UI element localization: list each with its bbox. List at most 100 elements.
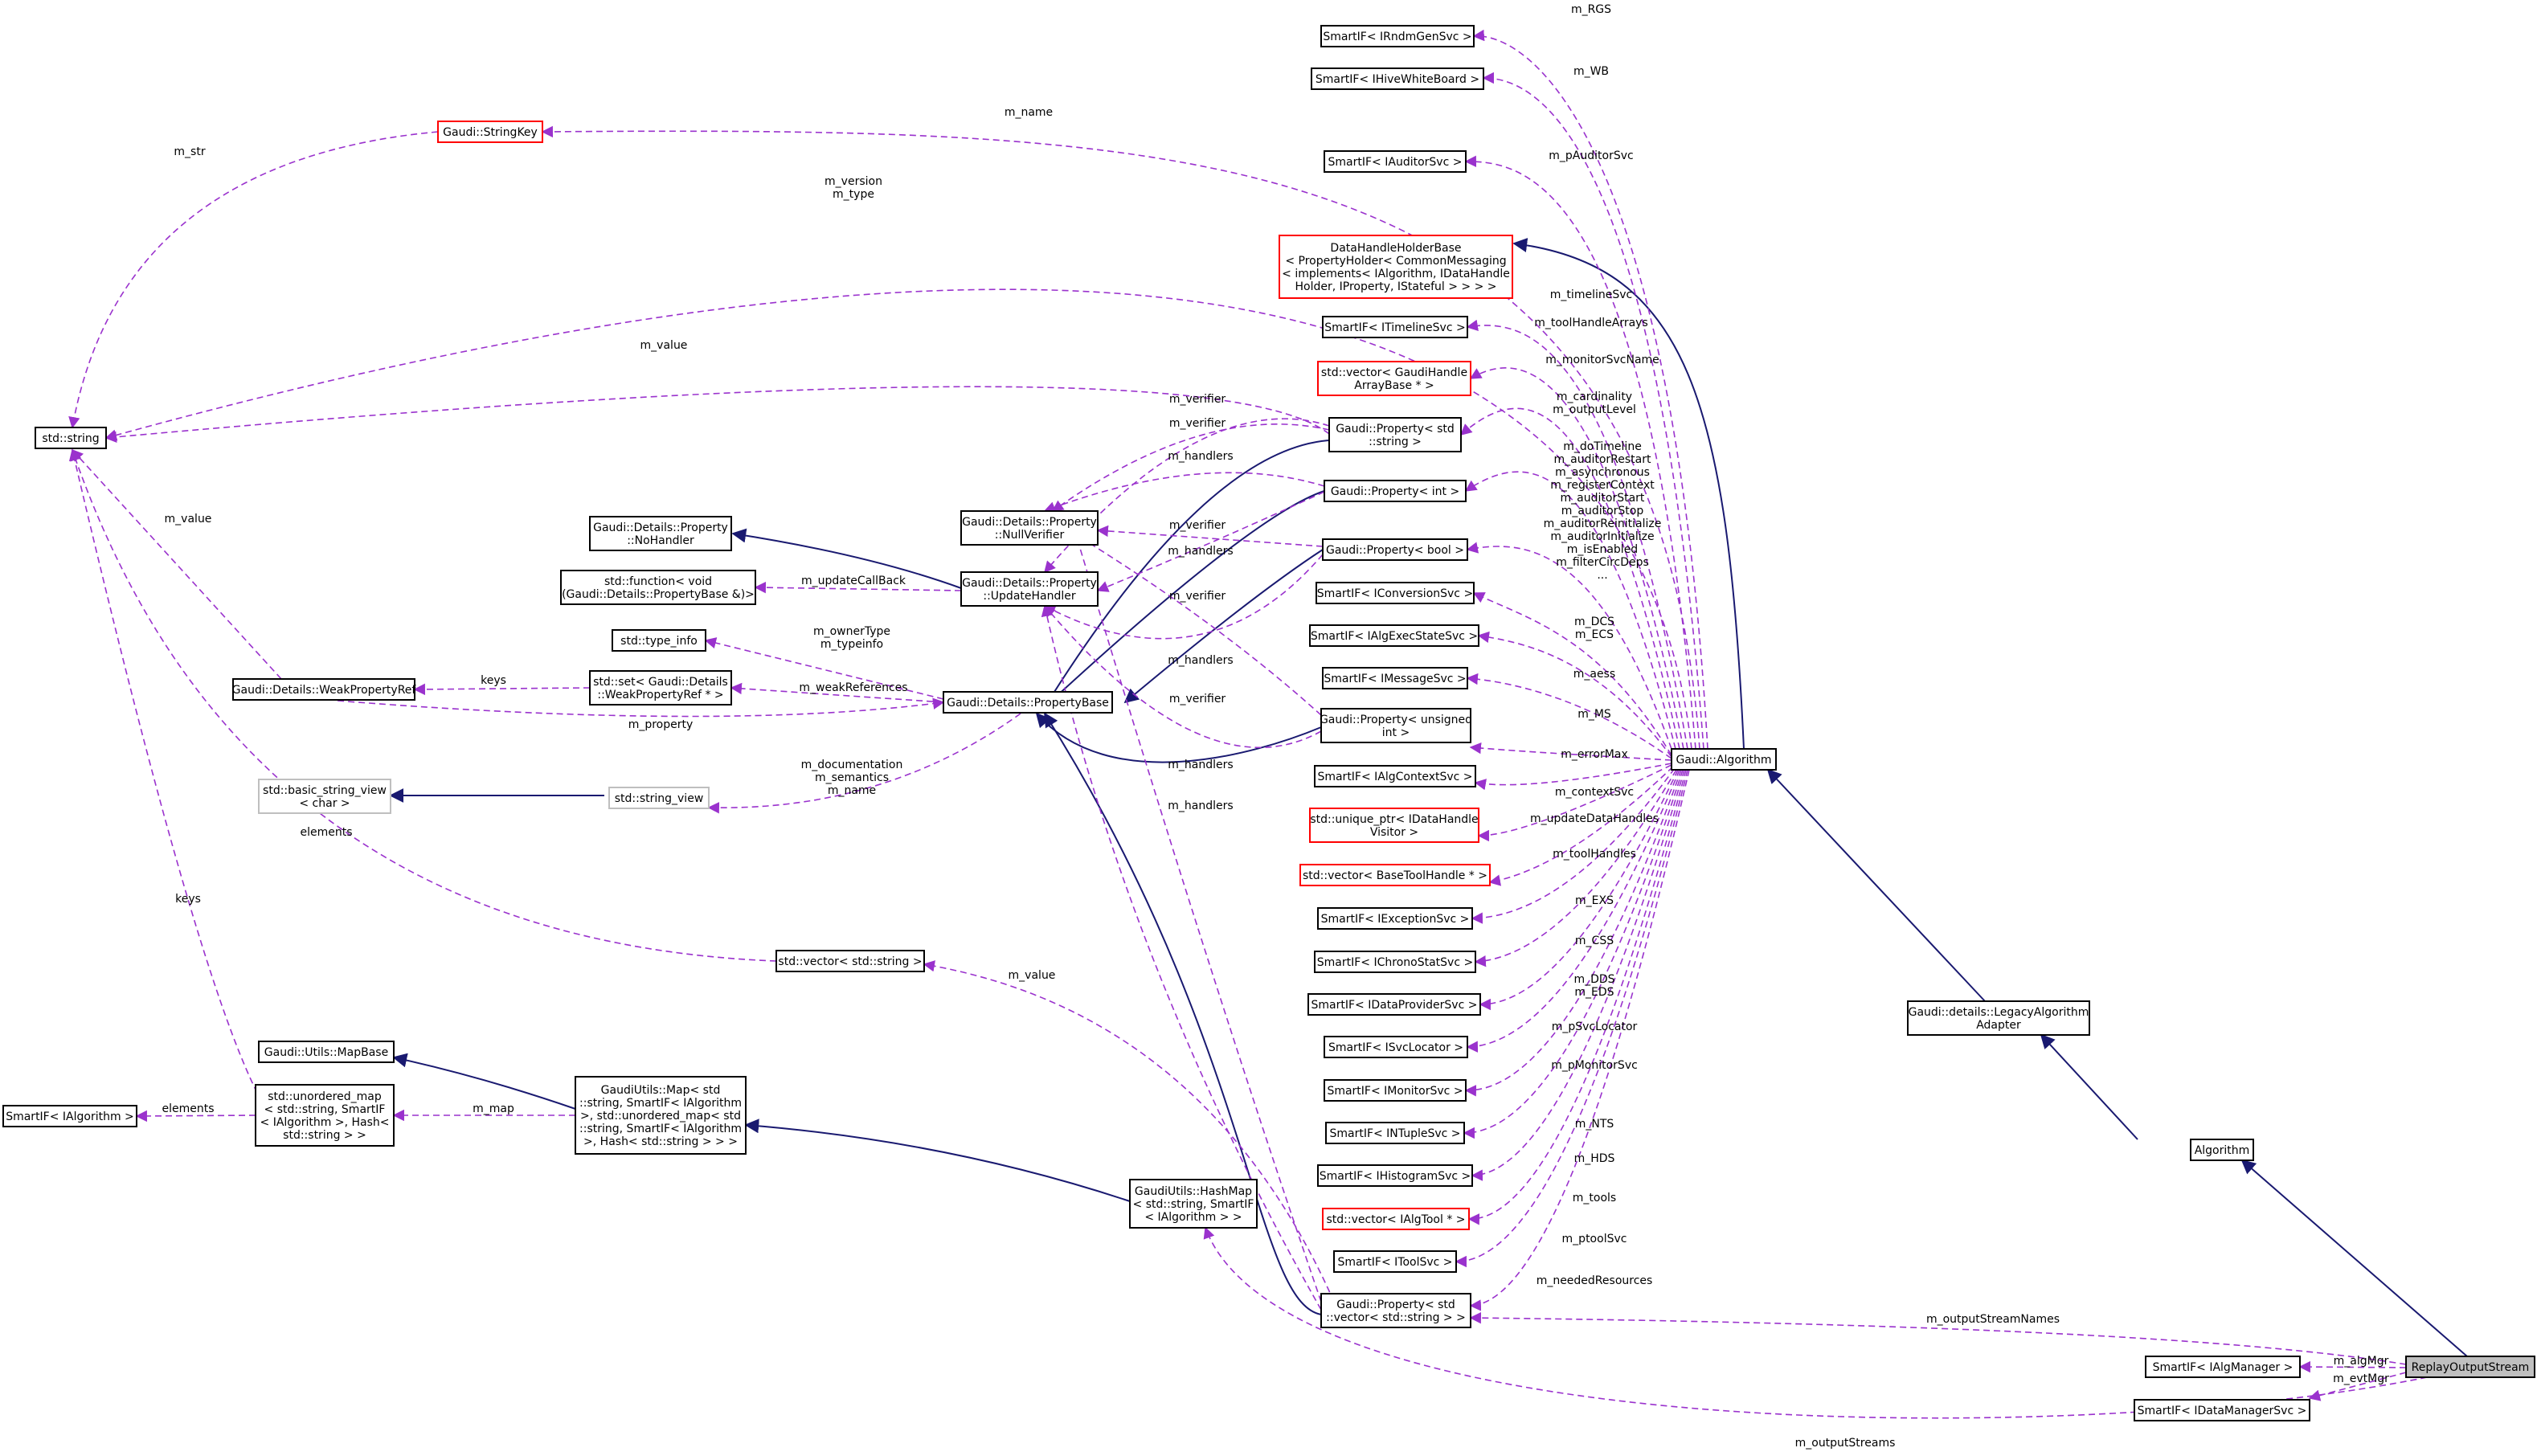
- edge-label-text: m_monitorSvcName: [1545, 354, 1659, 366]
- node-umap[interactable]: std::unordered_map< std::string, SmartIF…: [255, 1084, 395, 1147]
- node-hwb[interactable]: SmartIF< IHiveWhiteBoard >: [1311, 67, 1484, 90]
- node-label: Gaudi::Details::Property: [962, 577, 1097, 590]
- node-box: [2, 1105, 137, 1127]
- usage-edge-57: [730, 682, 944, 703]
- usage-edge-65: [135, 1110, 256, 1123]
- node-box: [1314, 765, 1476, 787]
- node-excsvc[interactable]: SmartIF< IExceptionSvc >: [1317, 907, 1473, 930]
- node-rgs[interactable]: SmartIF< IRndmGenSvc >: [1320, 25, 1475, 47]
- inheritance-edge-7: [744, 1119, 1131, 1202]
- node-typeinfo[interactable]: std::type_info: [612, 629, 706, 652]
- usage-edge-45: [1043, 472, 1325, 513]
- node-pint[interactable]: Gaudi::Property< int >: [1324, 480, 1467, 502]
- node-audsvc[interactable]: SmartIF< IAuditorSvc >: [1324, 150, 1467, 173]
- node-mapbase[interactable]: Gaudi::Utils::MapBase: [258, 1041, 395, 1063]
- node-galgo[interactable]: Gaudi::Algorithm: [1671, 748, 1777, 771]
- node-nohandler[interactable]: Gaudi::Details::Property::NoHandler: [589, 516, 732, 551]
- node-wpr[interactable]: Gaudi::Details::WeakPropertyRef: [232, 678, 417, 701]
- node-dps[interactable]: SmartIF< IDataProviderSvc >: [1307, 993, 1481, 1016]
- node-label: < IAlgorithm > >: [1144, 1211, 1242, 1224]
- node-tlsvc[interactable]: SmartIF< ITimelineSvc >: [1322, 316, 1468, 338]
- node-toolsvc[interactable]: SmartIF< IToolSvc >: [1333, 1250, 1457, 1273]
- node-msgsvc[interactable]: SmartIF< IMessageSvc >: [1322, 667, 1468, 689]
- node-aess[interactable]: SmartIF< IAlgExecStateSvc >: [1309, 624, 1479, 647]
- edge-label-l_ver5: m_verifier: [1169, 693, 1226, 706]
- edge-label-text: m_asynchronous: [1555, 466, 1650, 479]
- edge-label-text: m_pSvcLocator: [1552, 1020, 1638, 1033]
- node-updhandler[interactable]: Gaudi::Details::Property::UpdateHandler: [960, 571, 1099, 607]
- edge-label-text: m_handlers: [1168, 450, 1233, 463]
- node-algmgr[interactable]: SmartIF< IAlgManager >: [2145, 1356, 2301, 1378]
- node-box: [1320, 708, 1471, 743]
- node-pstr[interactable]: Gaudi::Property< std::string >: [1328, 417, 1462, 452]
- edge-label-l_ver1: m_verifier: [1169, 393, 1226, 406]
- node-dhhb[interactable]: DataHandleHolderBase< PropertyHolder< Co…: [1279, 235, 1513, 299]
- node-vecstr[interactable]: std::vector< std::string >: [775, 950, 925, 972]
- node-hashmap[interactable]: GaudiUtils::HashMap< std::string, SmartI…: [1129, 1179, 1258, 1229]
- node-label: SmartIF< IAlgorithm >: [6, 1110, 134, 1123]
- usage-edge-22: [1466, 542, 1672, 750]
- node-label: ::WeakPropertyRef * >: [597, 689, 723, 701]
- edge-label-text: elements: [162, 1102, 214, 1115]
- usage-edge-54: [104, 386, 1330, 443]
- inheritance-edge-2: [2040, 1033, 2138, 1140]
- node-label: (Gaudi::Details::PropertyBase &)>: [562, 588, 755, 601]
- node-box: [1299, 864, 1491, 886]
- node-string[interactable]: std::string: [35, 427, 107, 449]
- node-vbth[interactable]: std::vector< BaseToolHandle * >: [1299, 864, 1491, 886]
- node-pvec[interactable]: Gaudi::Property< std::vector< std::strin…: [1320, 1293, 1471, 1328]
- node-box: [1671, 748, 1777, 771]
- usage-edge-38: [1455, 769, 1688, 1268]
- node-svcloc[interactable]: SmartIF< ISvcLocator >: [1324, 1036, 1468, 1058]
- node-vtool[interactable]: std::vector< IAlgTool * >: [1322, 1208, 1470, 1230]
- node-bsv[interactable]: std::basic_string_view< char >: [258, 779, 391, 814]
- edge-label-l_hand1: m_handlers: [1168, 450, 1233, 463]
- edge-label-text: m_toolHandles: [1553, 848, 1636, 861]
- usage-edge-27: [1474, 763, 1672, 791]
- usage-edge-44: [1051, 423, 1330, 512]
- node-gumap[interactable]: GaudiUtils::Map< std::string, SmartIF< I…: [575, 1076, 747, 1155]
- edge-label-text: m_property: [628, 718, 694, 731]
- node-actx[interactable]: SmartIF< IAlgContextSvc >: [1314, 765, 1476, 787]
- node-ros[interactable]: ReplayOutputStream: [2405, 1356, 2535, 1378]
- edge-label-text: m_pMonitorSvc: [1551, 1059, 1638, 1072]
- node-label: std::unique_ptr< IDataHandle: [1310, 813, 1478, 826]
- node-sv[interactable]: std::string_view: [608, 787, 710, 809]
- usage-edge-26: [1469, 742, 1672, 761]
- usage-edge-30: [1471, 767, 1676, 924]
- node-label: ReplayOutputStream: [2412, 1361, 2530, 1374]
- usage-edge-23: [1472, 592, 1672, 756]
- edge-label-text: m_verifier: [1169, 693, 1226, 706]
- node-label: DataHandleHolderBase: [1330, 242, 1461, 255]
- node-label: std::function< void: [604, 575, 712, 588]
- node-pbool[interactable]: Gaudi::Property< bool >: [1322, 538, 1468, 561]
- node-stdfunc[interactable]: std::function< void(Gaudi::Details::Prop…: [560, 570, 756, 605]
- edge-label-l_ms: m_MS: [1577, 708, 1611, 721]
- node-chrono[interactable]: SmartIF< IChronoStatSvc >: [1314, 951, 1476, 973]
- node-histsvc[interactable]: SmartIF< IHistogramSvc >: [1317, 1164, 1473, 1187]
- edge-label-l_hand5: m_handlers: [1168, 800, 1233, 812]
- node-box: [1317, 907, 1473, 930]
- node-ntsvc[interactable]: SmartIF< INTupleSvc >: [1325, 1122, 1465, 1144]
- node-box: [2405, 1356, 2535, 1378]
- node-nullv[interactable]: Gaudi::Details::Property::NullVerifier: [960, 510, 1099, 546]
- edge-label-text: m_DCS: [1574, 616, 1614, 628]
- usage-edge-50: [1096, 491, 1325, 592]
- node-box: [1309, 808, 1479, 843]
- node-convsvc[interactable]: SmartIF< IConversionSvc >: [1316, 582, 1475, 604]
- node-algo[interactable]: Algorithm: [2190, 1139, 2254, 1161]
- node-dms[interactable]: SmartIF< IDataManagerSvc >: [2134, 1399, 2310, 1421]
- inheritance-edge-11: [1035, 712, 1322, 763]
- node-label: ArrayBase * >: [1354, 379, 1434, 392]
- node-strkey[interactable]: Gaudi::StringKey: [437, 121, 543, 143]
- node-pbase[interactable]: Gaudi::Details::PropertyBase: [943, 691, 1113, 714]
- node-sialg[interactable]: SmartIF< IAlgorithm >: [2, 1105, 137, 1127]
- node-setwpr[interactable]: std::set< Gaudi::Details::WeakPropertyRe…: [589, 670, 732, 706]
- node-label: Gaudi::Property< std: [1336, 423, 1455, 436]
- node-monsvc[interactable]: SmartIF< IMonitorSvc >: [1324, 1079, 1467, 1102]
